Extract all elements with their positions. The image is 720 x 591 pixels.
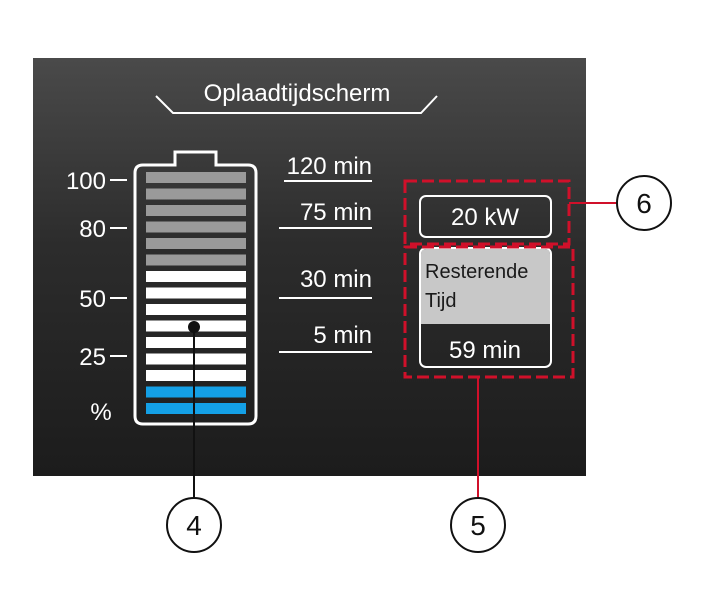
battery-segment xyxy=(146,172,246,183)
callout-4-number: 4 xyxy=(186,510,202,541)
remaining-time-panel xyxy=(419,247,552,368)
callout-5-number: 5 xyxy=(470,510,486,541)
time-label-5: 5 min xyxy=(313,322,372,349)
battery-outline xyxy=(133,150,258,426)
battery-segment xyxy=(146,205,246,216)
percent-tick-80: 80 xyxy=(79,216,106,243)
battery-marker-dot xyxy=(188,321,200,333)
battery-segment xyxy=(146,188,246,200)
time-label-120: 120 min xyxy=(287,153,372,180)
battery-segment xyxy=(146,238,246,249)
power-marker-frame xyxy=(403,179,571,246)
battery-segment xyxy=(146,304,246,315)
power-value: 20 kW xyxy=(451,204,519,231)
battery-segment xyxy=(146,386,246,398)
remaining-time-header xyxy=(421,249,550,324)
battery-segment xyxy=(146,254,246,266)
screen-title: Oplaadtijdscherm xyxy=(204,80,391,107)
callout-6-circle xyxy=(616,175,672,231)
percent-tick-25: 25 xyxy=(79,344,106,371)
callout-4-circle xyxy=(166,497,222,553)
remaining-time-label-line2: Tijd xyxy=(425,290,456,312)
battery-segment xyxy=(146,337,246,348)
battery-segments xyxy=(146,172,246,414)
title-bracket xyxy=(155,95,438,114)
time-label-30: 30 min xyxy=(300,266,372,293)
percent-unit: % xyxy=(90,399,111,426)
time-label-75: 75 min xyxy=(300,199,372,226)
remaining-time-value: 59 min xyxy=(449,337,521,364)
percent-tick-50: 50 xyxy=(79,286,106,313)
battery-segment xyxy=(146,403,246,414)
battery-segment xyxy=(146,271,246,282)
remaining-marker-frame xyxy=(403,245,575,379)
remaining-time-label-line1: Resterende xyxy=(425,261,528,283)
callout-6-number: 6 xyxy=(636,188,652,219)
percent-tick-100: 100 xyxy=(66,168,106,195)
battery-segment xyxy=(146,370,246,381)
percent-scale: 100 80 50 25 % xyxy=(66,168,127,426)
battery-segment xyxy=(146,353,246,365)
time-scale: 120 min 75 min 30 min 5 min xyxy=(279,153,372,353)
callout-5-circle xyxy=(450,497,506,553)
battery-segment xyxy=(146,287,246,299)
battery-segment xyxy=(146,221,246,233)
power-box xyxy=(419,195,552,238)
